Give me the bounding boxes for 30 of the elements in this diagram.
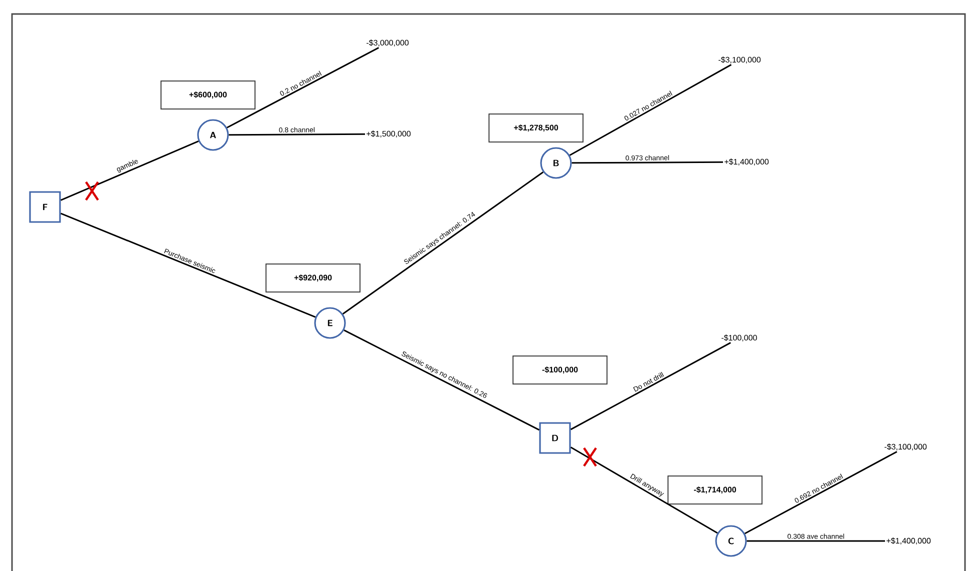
branch-line [60, 212, 316, 318]
branch-line [572, 161, 723, 164]
chance-node: B [540, 147, 572, 179]
payoff-value: -$100,000 [722, 334, 757, 342]
expected-value-box: +$600,000 [160, 80, 256, 110]
branch-line [569, 64, 732, 156]
decision-node: F [29, 191, 61, 223]
branch-line [344, 330, 540, 431]
branch-line [746, 540, 885, 542]
branch-line [744, 451, 898, 534]
payoff-value: -$3,100,000 [884, 444, 927, 450]
branch-line [228, 133, 365, 136]
chance-node: A [197, 119, 229, 151]
decision-node: D [539, 422, 571, 454]
branch-line [342, 172, 544, 314]
payoff-value: +$1,500,000 [366, 130, 411, 138]
chance-node: C [715, 525, 747, 557]
payoff-value: -$3,000,000 [366, 40, 409, 46]
branch-line [60, 140, 199, 201]
branch-line [570, 342, 731, 430]
expected-value-box: -$100,000 [512, 356, 608, 384]
branch-line [570, 446, 718, 534]
payoff-value: -$3,100,000 [718, 56, 761, 64]
expected-value-box: -$1,714,000 [668, 476, 762, 504]
expected-value-box: +$1,278,500 [488, 114, 584, 142]
branch-line [226, 47, 380, 128]
chance-node: E [314, 307, 346, 339]
payoff-value: +$1,400,000 [886, 538, 931, 544]
expected-value-box: +$920,090 [266, 264, 360, 292]
payoff-value: +$1,400,000 [724, 158, 769, 166]
